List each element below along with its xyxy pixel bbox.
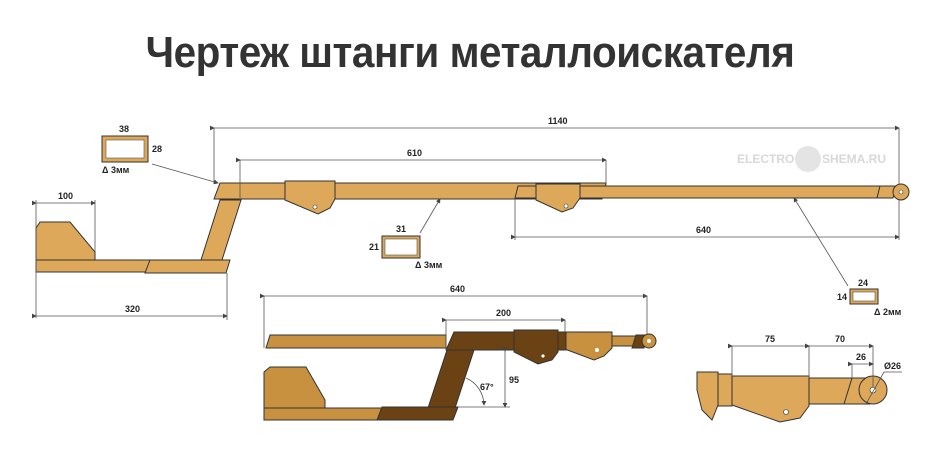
detail-view: 75 70 26 Ø26 xyxy=(696,334,902,423)
svg-text:Δ 2мм: Δ 2мм xyxy=(874,307,902,317)
profile-section-3: 24 14 Δ 2мм xyxy=(793,197,902,317)
profile-section-2: 31 21 Δ 3мм xyxy=(369,198,443,270)
svg-text:100: 100 xyxy=(58,191,73,201)
page-title: Чертеж штанги металлоискателя xyxy=(145,28,795,77)
svg-text:ELECTRO: ELECTRO xyxy=(737,152,794,166)
watermark: ELECTRO SHEMA.RU xyxy=(737,146,886,172)
svg-text:28: 28 xyxy=(152,144,162,154)
assembly-strut xyxy=(427,349,475,409)
svg-text:SHEMA.RU: SHEMA.RU xyxy=(822,152,886,166)
svg-text:320: 320 xyxy=(125,304,140,314)
svg-text:95: 95 xyxy=(509,375,519,385)
svg-text:75: 75 xyxy=(765,334,775,344)
svg-text:26: 26 xyxy=(856,352,866,362)
assembly-view: 640 200 95 67° xyxy=(260,284,657,421)
svg-text:14: 14 xyxy=(837,292,847,302)
svg-text:640: 640 xyxy=(450,284,465,294)
svg-text:Ø26: Ø26 xyxy=(884,361,901,371)
svg-text:1140: 1140 xyxy=(548,116,568,126)
svg-text:610: 610 xyxy=(407,148,422,158)
svg-text:21: 21 xyxy=(369,242,379,252)
svg-text:Δ 3мм: Δ 3мм xyxy=(102,165,130,175)
svg-text:38: 38 xyxy=(119,124,129,134)
diagonal-strut xyxy=(200,199,242,261)
svg-text:31: 31 xyxy=(396,224,406,234)
profile-section-1: 38 28 Δ 3мм xyxy=(101,124,219,185)
svg-text:70: 70 xyxy=(835,334,845,344)
svg-text:67°: 67° xyxy=(480,382,494,392)
svg-text:640: 640 xyxy=(696,225,711,235)
foot-sleeve xyxy=(144,259,231,274)
svg-text:Δ 3мм: Δ 3мм xyxy=(415,260,443,270)
top-view: 1140 610 640 100 320 38 28 Δ 3мм 31 xyxy=(32,116,910,320)
foot-plate xyxy=(35,221,96,261)
svg-text:24: 24 xyxy=(858,278,868,288)
svg-text:200: 200 xyxy=(496,308,511,318)
